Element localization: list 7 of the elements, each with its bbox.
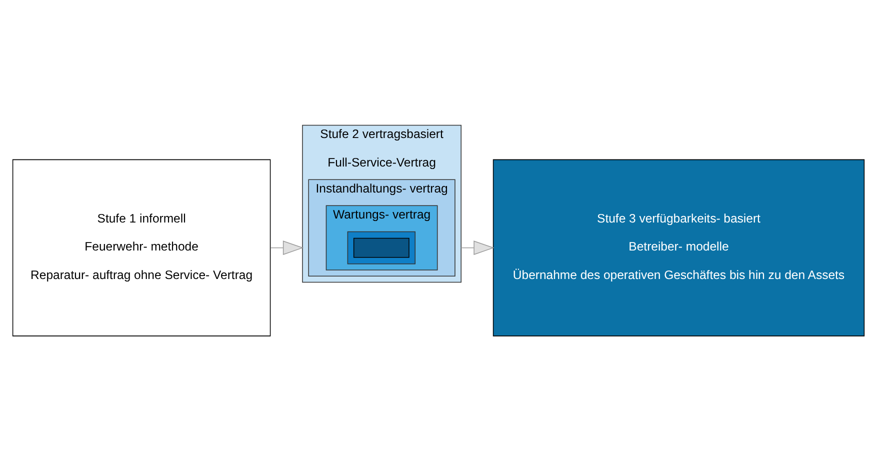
node-box: Stufe 1 informell Feuerwehr- methode Reparatur- auftrag ohne Service- Vertrag [12, 158, 271, 336]
arrow [460, 240, 494, 255]
node-box [353, 237, 410, 258]
cluster: Wartungs- vertrag [326, 204, 438, 270]
node-box: Stufe 3 verfügbarkeits- basiert Betreiber- modelle Übernahme des operativen Geschäftes bis hin zu den Assets [492, 158, 865, 336]
cluster [347, 230, 416, 264]
arrow [270, 240, 304, 255]
